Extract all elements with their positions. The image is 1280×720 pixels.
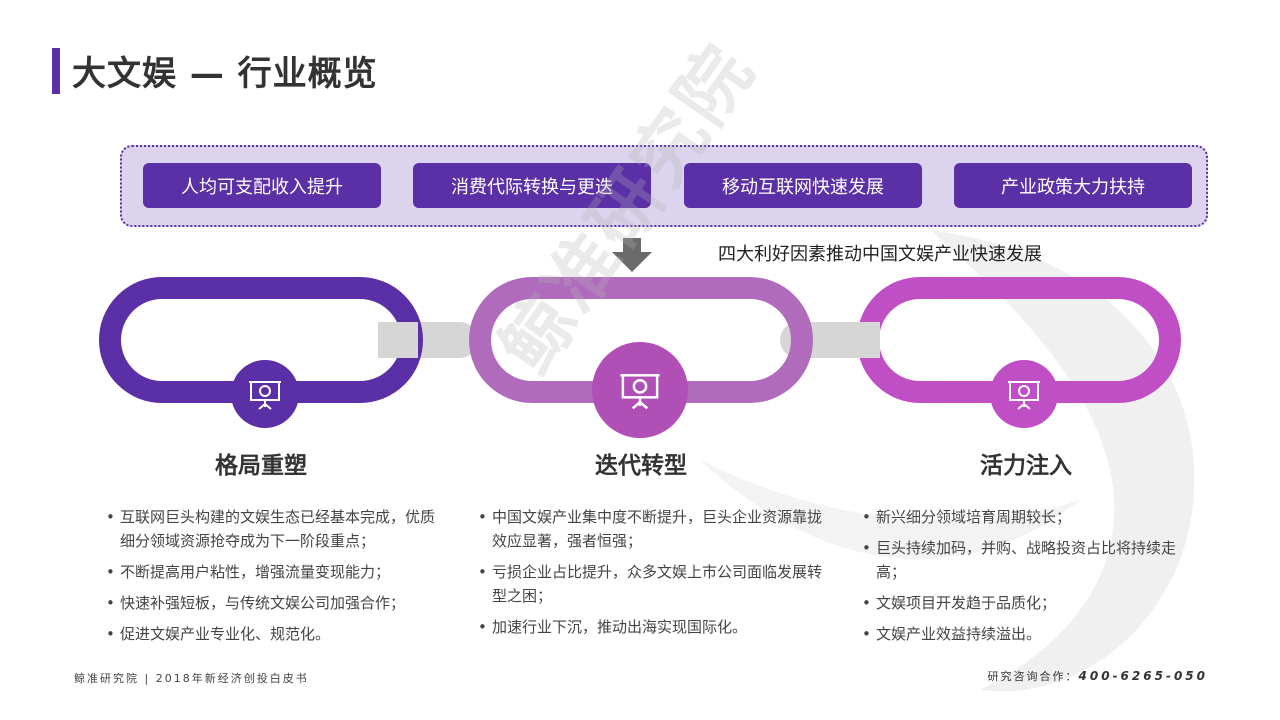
factor-mobile-internet: 移动互联网快速发展	[684, 163, 922, 208]
presentation-icon	[231, 360, 299, 428]
list-item: 中国文娱产业集中度不断提升，巨头企业资源靠拢效应显著，强者恒强；	[478, 505, 828, 553]
page-title: 大文娱 — 行业概览	[72, 54, 378, 94]
section-title-restructure: 格局重塑	[215, 453, 307, 479]
footer-contact-label: 研究咨询合作：	[987, 670, 1079, 683]
down-arrow-icon	[612, 238, 652, 272]
list-item: 加速行业下沉，推动出海实现国际化。	[478, 615, 828, 639]
factor-policy: 产业政策大力扶持	[954, 163, 1192, 208]
section-title-vitality: 活力注入	[980, 453, 1072, 479]
list-item: 文娱项目开发趋于品质化；	[862, 591, 1192, 615]
list-item: 巨头持续加码，并购、战略投资占比将持续走高；	[862, 536, 1192, 584]
bullet-list-restructure: 互联网巨头构建的文娱生态已经基本完成，优质细分领域资源抢夺成为下一阶段重点； 不…	[106, 505, 436, 653]
list-item: 不断提高用户粘性，增强流量变现能力；	[106, 560, 436, 584]
factors-caption: 四大利好因素推动中国文娱产业快速发展	[718, 244, 1042, 265]
presentation-icon	[990, 360, 1058, 428]
section-title-transform: 迭代转型	[595, 453, 687, 479]
footer-source: 鲸准研究院 | 2018年新经济创投白皮书	[74, 672, 309, 685]
bullet-list-vitality: 新兴细分领域培育周期较长； 巨头持续加码，并购、战略投资占比将持续走高； 文娱项…	[862, 505, 1192, 653]
list-item: 文娱产业效益持续溢出。	[862, 622, 1192, 646]
list-item: 新兴细分领域培育周期较长；	[862, 505, 1192, 529]
list-item: 促进文娱产业专业化、规范化。	[106, 622, 436, 646]
list-item: 互联网巨头构建的文娱生态已经基本完成，优质细分领域资源抢夺成为下一阶段重点；	[106, 505, 436, 553]
bullet-list-transform: 中国文娱产业集中度不断提升，巨头企业资源靠拢效应显著，强者恒强； 亏损企业占比提…	[478, 505, 828, 646]
list-item: 亏损企业占比提升，众多文娱上市公司面临发展转型之困；	[478, 560, 828, 608]
footer-phone: 400-6265-050	[1078, 669, 1208, 683]
factor-income: 人均可支配收入提升	[143, 163, 381, 208]
footer-contact: 研究咨询合作：400-6265-050	[988, 668, 1208, 684]
list-item: 快速补强短板，与传统文娱公司加强合作；	[106, 591, 436, 615]
title-accent-bar	[52, 48, 60, 94]
factor-generation: 消费代际转换与更迭	[413, 163, 651, 208]
presentation-icon	[592, 342, 688, 438]
